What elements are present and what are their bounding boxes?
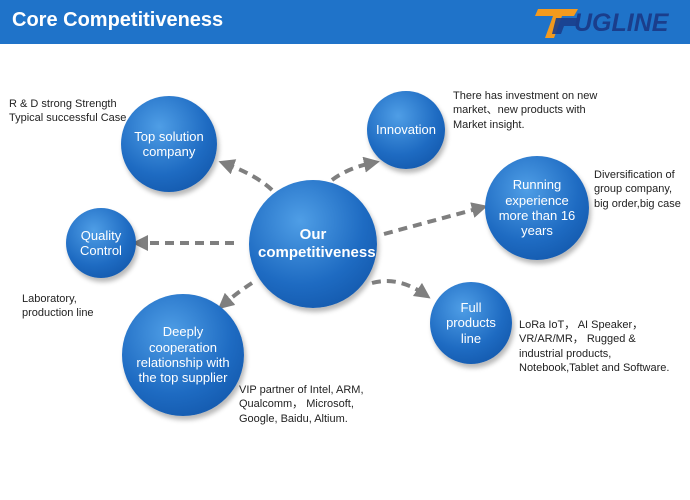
note-products: LoRa IoT， AI Speaker， VR/AR/MR， Rugged &… xyxy=(519,319,670,374)
note-investment: There has investment on new market、new p… xyxy=(453,90,598,131)
node-innovation: Innovation xyxy=(367,91,445,169)
node-products-line: Full products line xyxy=(430,282,512,364)
node-running-label: Running experience more than 16 years xyxy=(498,177,576,239)
note-vip-partner: VIP partner of Intel, ARM, Qualcomm， Mic… xyxy=(239,384,364,425)
node-quality-control: Quality Control xyxy=(66,208,136,278)
page-title: Core Competitiveness xyxy=(12,9,224,31)
rugline-logo: UGLINE xyxy=(534,6,686,40)
center-circle: Our competitiveness xyxy=(249,180,377,308)
node-top-solution: Top solution company xyxy=(121,96,217,192)
node-cooperation-label: Deeply cooperation relationship with the… xyxy=(136,324,230,386)
header-bar: Core Competitiveness UGLINE xyxy=(0,0,690,44)
node-top-solution-label: Top solution company xyxy=(134,128,204,159)
node-quality-label: Quality Control xyxy=(80,227,122,258)
logo-text: UGLINE xyxy=(574,9,669,37)
arrow-to-cooperation xyxy=(217,281,254,310)
node-products-label: Full products line xyxy=(446,300,496,346)
note-laboratory: Laboratory, production line xyxy=(22,293,94,320)
logo-mark-icon xyxy=(535,9,580,38)
node-cooperation: Deeply cooperation relationship with the… xyxy=(122,294,244,416)
node-innovation-label: Innovation xyxy=(376,122,436,138)
arrow-to-products xyxy=(371,279,431,299)
note-rnd: R & D strong Strength Typical successful… xyxy=(9,98,127,125)
node-running-experience: Running experience more than 16 years xyxy=(485,156,589,260)
arrow-to-top-solution xyxy=(218,159,274,192)
arrow-to-running xyxy=(383,202,488,236)
note-diversification: Diversification of group company, big or… xyxy=(594,169,681,210)
arrow-to-innovation xyxy=(330,156,380,182)
center-label: Our competitiveness xyxy=(258,226,376,261)
